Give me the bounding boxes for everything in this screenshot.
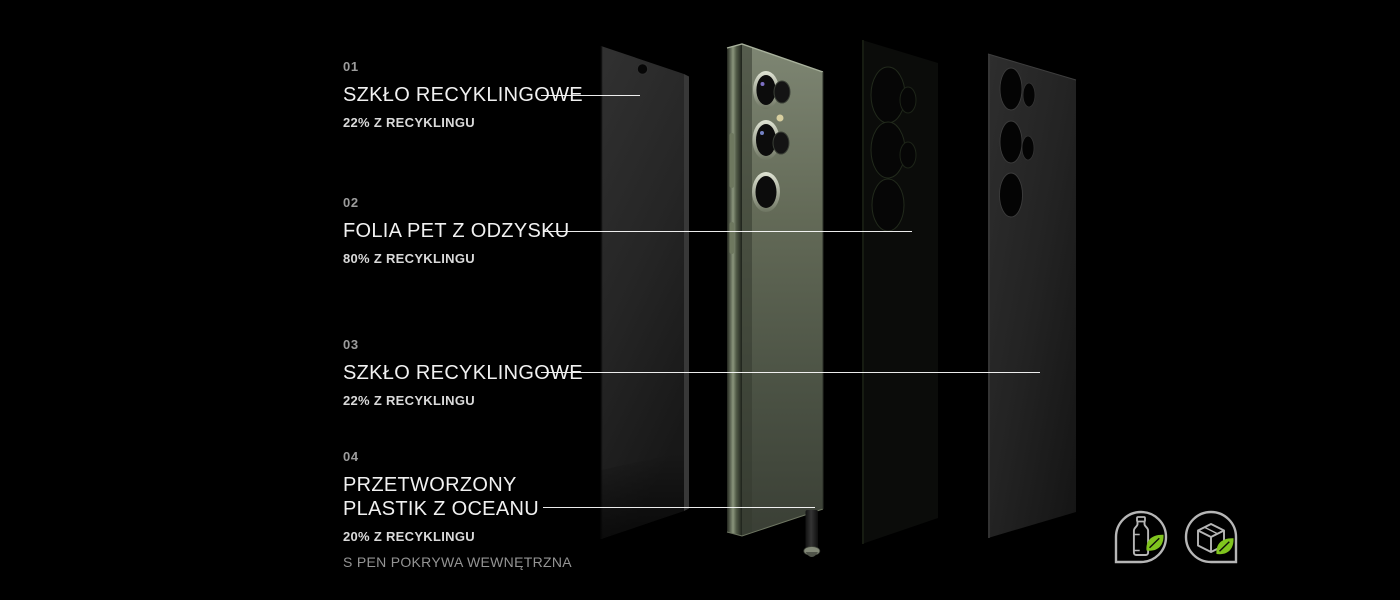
callout-01-front-glass: 01 SZKŁO RECYKLINGOWE 22% Z RECYKLINGU (343, 59, 583, 130)
callout-number: 02 (343, 195, 359, 210)
callout-note: S PEN POKRYWA WEWNĘTRZNA (343, 554, 572, 570)
volume-button (729, 133, 735, 188)
callout-number: 04 (343, 449, 359, 464)
phone-device (726, 43, 824, 557)
leaf-glyph (1146, 534, 1164, 551)
connector-line-1 (541, 95, 640, 96)
recycled-bottle-leaf-icon[interactable] (1113, 509, 1169, 565)
connector-line-3 (541, 372, 1040, 373)
callout-number: 03 (343, 337, 359, 352)
back-cover-layer (987, 53, 1077, 538)
callout-title: PRZETWORZONY PLASTIK Z OCEANU (343, 474, 539, 520)
front-camera-hole (636, 63, 649, 75)
power-button (729, 222, 735, 254)
s-pen (803, 510, 821, 557)
inner-film-layer (862, 40, 938, 544)
badge-outline (1184, 510, 1238, 564)
badge-outline (1114, 510, 1168, 564)
callout-detail: 22% Z RECYKLINGU (343, 115, 475, 130)
callout-title: SZKŁO RECYKLINGOWE (343, 84, 583, 106)
connector-line-4 (543, 507, 815, 508)
leaf-glyph (1216, 538, 1234, 555)
flash-led (776, 114, 784, 122)
connector-line-2 (544, 231, 912, 232)
callout-04-ocean-plastic: 04 PRZETWORZONY PLASTIK Z OCEANU 20% Z R… (343, 449, 572, 570)
eco-packaging-box-leaf-icon[interactable] (1183, 509, 1239, 565)
camera-lenses (752, 71, 791, 212)
callout-03-back-glass: 03 SZKŁO RECYKLINGOWE 22% Z RECYKLINGU (343, 337, 583, 408)
callout-detail: 22% Z RECYKLINGU (343, 393, 475, 408)
callout-title: SZKŁO RECYKLINGOWE (343, 362, 583, 384)
callout-title: FOLIA PET Z ODZYSKU (343, 220, 570, 242)
callout-02-pet-film: 02 FOLIA PET Z ODZYSKU 80% Z RECYKLINGU (343, 195, 570, 266)
callout-detail: 20% Z RECYKLINGU (343, 529, 475, 544)
callout-detail: 80% Z RECYKLINGU (343, 251, 475, 266)
callout-number: 01 (343, 59, 359, 74)
eco-badges (1113, 509, 1239, 565)
bottle-glyph (1132, 516, 1150, 556)
front-glass-layer (600, 46, 689, 539)
